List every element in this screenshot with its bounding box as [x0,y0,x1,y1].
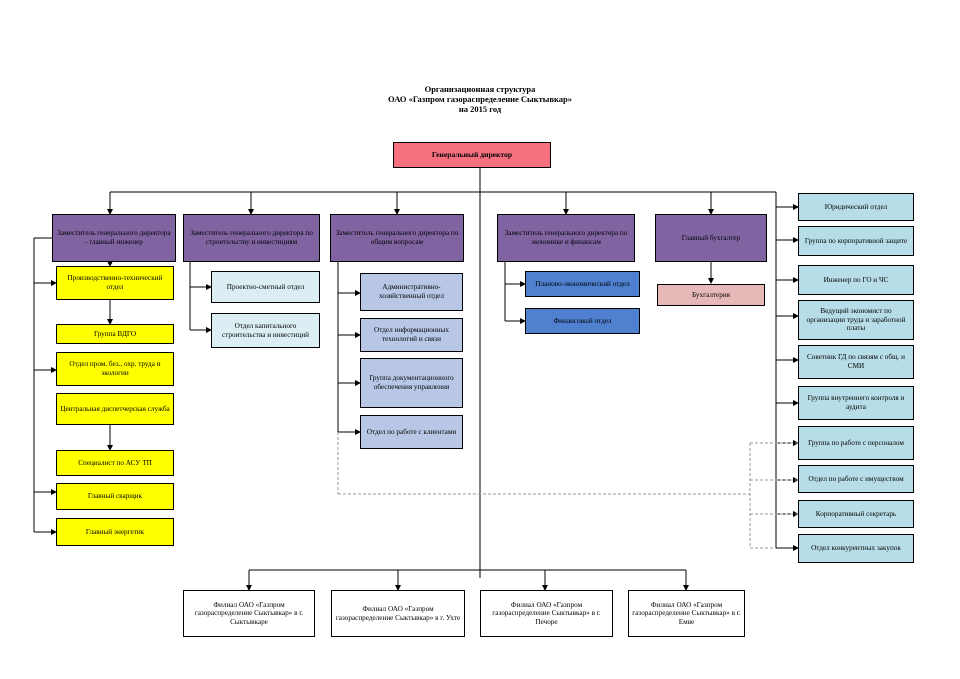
right-unit-box: Группа по корпоративной защите [798,226,914,256]
accounting-unit-box: Бухгалтерия [657,284,765,306]
branch-box: Филиал ОАО «Газпром газораспределение Сы… [628,590,745,637]
chart-title: Организационная структура ОАО «Газпром г… [330,84,630,114]
general-unit-box: Административно-хозяйственный отдел [360,273,463,311]
title-line-2: ОАО «Газпром газораспределение Сыктывкар… [388,94,572,104]
right-unit-box: Советник ГД по связям с общ. и СМИ [798,345,914,379]
general-unit-box: Отдел по работе с клиентами [360,415,463,449]
right-unit-box: Ведущий экономист по организации труда и… [798,300,914,340]
branch-box: Филиал ОАО «Газпром газораспределение Сы… [331,590,465,637]
title-line-1: Организационная структура [424,84,536,94]
right-unit-box: Юридический отдел [798,193,914,221]
general-director-box: Генеральный директор [393,142,551,168]
engineer-unit-box: Производственно-технический отдел [56,266,174,300]
title-line-3: на 2015 год [458,104,502,114]
engineer-unit-box: Отдел пром. без., охр. труда и экологии [56,352,174,386]
economics-unit-box: Планово-экономический отдел [525,271,640,297]
right-unit-box: Группа внутреннего контроля и аудита [798,386,914,420]
economics-unit-box: Финансовый отдел [525,308,640,334]
right-unit-box: Инженер по ГО и ЧС [798,265,914,295]
engineer-unit-box: Главный сварщик [56,483,174,510]
right-unit-box: Корпоративный секретарь [798,500,914,528]
branch-box: Филиал ОАО «Газпром газораспределение Сы… [183,590,315,637]
deputy-general-affairs-box: Заместитель генерального директора по об… [330,214,464,262]
deputy-economics-box: Заместитель генерального директора по эк… [497,214,635,262]
right-unit-box: Отдел по работе с имуществом [798,465,914,493]
chief-accountant-box: Главный бухгалтер [655,214,767,262]
general-unit-box: Отдел информационных технологий и связи [360,318,463,352]
engineer-unit-box: Главный энергетик [56,518,174,546]
general-unit-box: Группа документационного обеспечения упр… [360,358,463,408]
branch-box: Филиал ОАО «Газпром газораспределение Сы… [480,590,613,637]
right-unit-box: Группа по работе с персоналом [798,426,914,460]
construction-unit-box: Проектно-сметный отдел [211,271,320,303]
construction-unit-box: Отдел капитального строительства и инвес… [211,313,320,348]
engineer-unit-box: Специалист по АСУ ТП [56,450,174,476]
engineer-unit-box: Центральная диспетчерская служба [56,393,174,425]
engineer-unit-box: Группа ВДГО [56,324,174,344]
right-unit-box: Отдел конкурентных закупок [798,534,914,563]
deputy-construction-box: Заместитель генерального директора по ст… [183,214,320,262]
deputy-chief-engineer-box: Заместитель генерального директора - гла… [52,214,176,262]
